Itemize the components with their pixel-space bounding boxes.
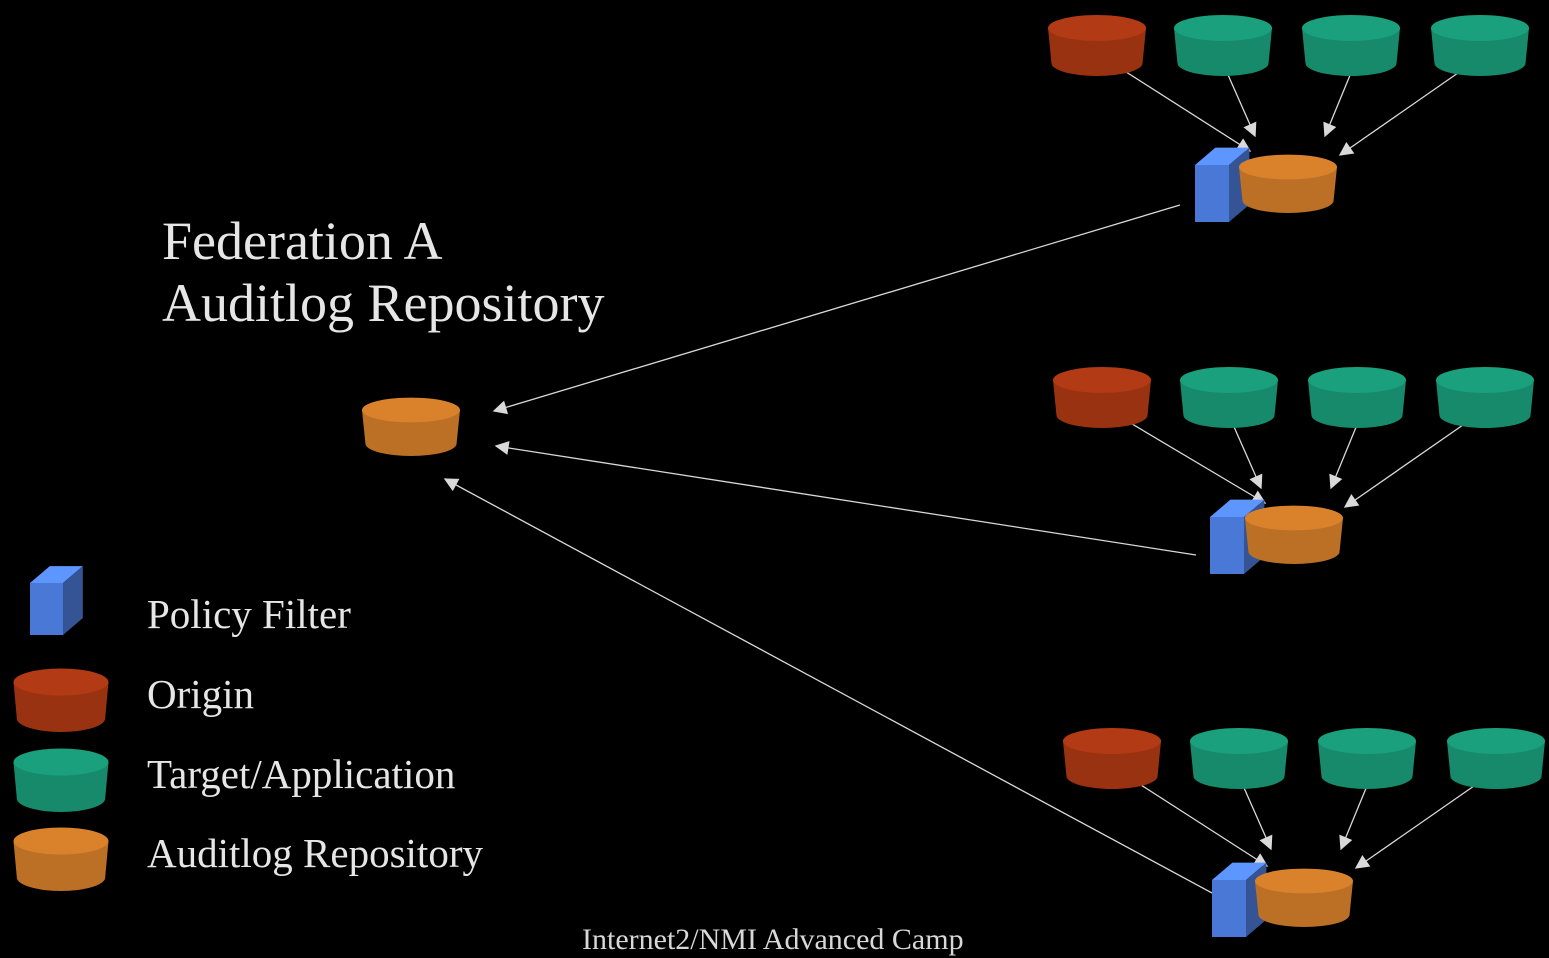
site-1-target-cylinder-3 <box>1431 15 1529 76</box>
site-2-target-arrow-1 <box>1230 419 1263 490</box>
site-1-target-cylinder-2 <box>1302 15 1400 76</box>
site-2-target-cylinder-1 <box>1180 367 1278 428</box>
footer-text: Internet2/NMI Advanced Camp <box>582 923 964 956</box>
site-3-target-cylinder-1 <box>1190 728 1288 789</box>
federation-repository-cylinder <box>362 397 460 456</box>
site-1-target-arrow-3 <box>1338 65 1469 156</box>
legend-label-policy-filter: Policy Filter <box>147 591 351 637</box>
site-1-target-arrow-2 <box>1323 67 1354 138</box>
site-2-target-arrow-3 <box>1343 417 1474 508</box>
site-2-target-arrow-2 <box>1329 419 1360 490</box>
site-1-repository-cylinder <box>1239 154 1337 213</box>
legend-label-target: Target/Application <box>147 751 456 797</box>
site-3-target-arrow-2 <box>1339 780 1370 851</box>
site-3-target-arrow-1 <box>1240 780 1273 851</box>
site-2-repository-cylinder <box>1245 505 1343 564</box>
site-2-origin-arrow <box>1116 414 1267 504</box>
site-2-target-cylinder-3 <box>1436 367 1534 428</box>
legend-label-repository: Auditlog Repository <box>147 830 483 876</box>
site-3-federation-arrow <box>443 478 1213 894</box>
site-2-origin-cylinder <box>1053 367 1151 428</box>
title-line-2: Auditlog Repository <box>162 273 605 333</box>
site-1-origin-arrow <box>1111 62 1252 152</box>
site-3-target-arrow-3 <box>1354 778 1485 869</box>
title-line-1: Federation A <box>162 211 443 271</box>
site-1-federation-arrow <box>492 204 1181 415</box>
site-2-federation-arrow <box>494 441 1197 556</box>
site-3-origin-cylinder <box>1063 728 1161 789</box>
site-3-target-cylinder-3 <box>1447 728 1545 789</box>
legend-origin-icon <box>13 668 109 733</box>
site-1-target-cylinder-1 <box>1174 15 1272 76</box>
legend-label-origin: Origin <box>147 671 255 717</box>
site-3-target-cylinder-2 <box>1318 728 1416 789</box>
site-3-origin-arrow <box>1126 775 1269 867</box>
site-1-origin-cylinder <box>1048 15 1146 76</box>
diagram-title: Federation A Auditlog Repository <box>162 210 605 334</box>
site-2-target-cylinder-2 <box>1308 367 1406 428</box>
legend-policy-filter-icon <box>30 566 83 635</box>
legend-repository-icon <box>13 827 109 891</box>
legend-target-icon <box>13 748 109 813</box>
site-1-target-arrow-1 <box>1224 67 1257 138</box>
site-3-repository-cylinder <box>1255 868 1353 927</box>
